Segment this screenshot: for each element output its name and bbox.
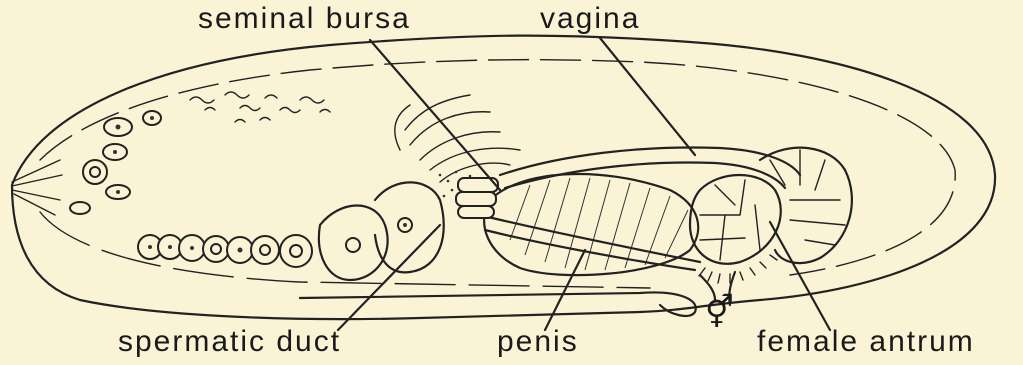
label-spermatic-duct: spermatic duct (118, 327, 341, 357)
leader-seminal-bursa (370, 40, 500, 190)
label-vagina: vagina (540, 4, 640, 34)
label-female-antrum: female antrum (757, 327, 975, 357)
leader-penis (545, 250, 585, 330)
leader-spermatic-duct (338, 225, 440, 330)
leader-female-antrum (770, 222, 830, 330)
label-penis: penis (497, 327, 579, 357)
leader-vagina (600, 38, 695, 155)
label-seminal-bursa: seminal bursa (198, 4, 411, 34)
